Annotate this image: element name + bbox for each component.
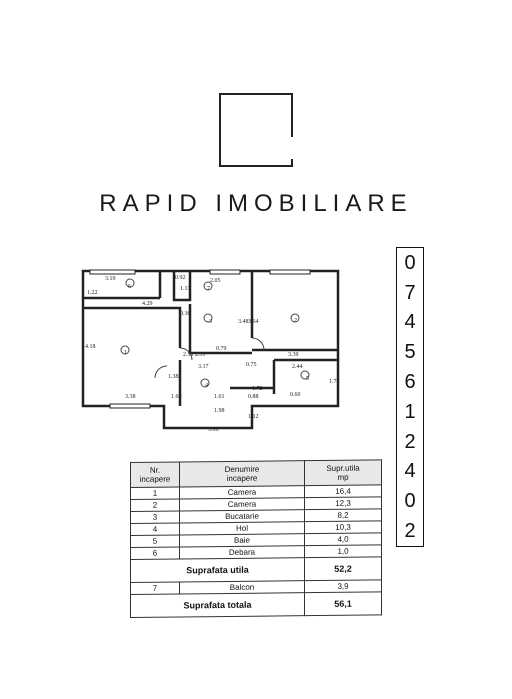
dimension-label: 3.64 [248, 319, 259, 325]
dimension-label: 0.75 [246, 362, 257, 368]
dimension-label: 2.51 [195, 352, 206, 358]
dimension-label: 1.61 [214, 394, 225, 400]
totala-value: 56,1 [304, 591, 382, 616]
dimension-label: 0.60 [290, 392, 301, 398]
room-number: 7 [207, 286, 210, 292]
dimension-label: 1.72 [252, 386, 263, 392]
dimension-label: 1.38 [168, 374, 179, 380]
room-number: 3 [209, 319, 212, 325]
phone-number-box: 0 7 4 5 6 1 2 4 0 2 [396, 247, 424, 547]
dimension-label: 1.60 [171, 394, 182, 400]
cell-area: 12,3 [304, 496, 382, 510]
phone-digit: 5 [404, 341, 416, 364]
dimension-label: 3.48 [238, 319, 249, 325]
totala-label: Suprafata totala [130, 592, 305, 618]
dimension-label: 3.19 [105, 276, 116, 282]
dimension-label: 0.30 [180, 311, 191, 317]
room-number: 4 [205, 383, 208, 389]
phone-digit: 0 [404, 490, 416, 513]
cell-area: 4,0 [304, 532, 382, 546]
room-number: 6 [128, 284, 131, 290]
cell-nr: 5 [130, 534, 180, 548]
col-header-nr: Nr.incapere [130, 461, 180, 488]
dimension-label: 0.88 [248, 394, 259, 400]
room-number: 2 [294, 318, 297, 324]
phone-digit: 4 [404, 311, 416, 334]
dimension-label: 1.12 [248, 414, 259, 420]
dimension-label: 1.72 [329, 379, 340, 385]
room-number: 5 [306, 376, 309, 382]
balcon-area: 3,9 [304, 579, 382, 593]
dimension-label: 0.79 [216, 346, 227, 352]
dimension-label: 1.13 [180, 286, 191, 292]
phone-digit: 1 [404, 400, 416, 423]
dimension-label: 2.05 [210, 278, 221, 284]
dimension-label: 2.51 [183, 352, 194, 358]
dimension-label: 2.44 [292, 364, 303, 370]
cell-area: 10,3 [304, 520, 382, 534]
phone-digit: 4 [404, 460, 416, 483]
phone-digit: 0 [404, 251, 416, 274]
dimension-label: 4.18 [85, 344, 96, 350]
logo-square [219, 93, 293, 167]
dimension-label: 3.06 [208, 427, 219, 433]
cell-area: 1,0 [304, 544, 382, 558]
cell-area: 16,4 [304, 484, 382, 498]
utila-label: Suprafata utila [130, 557, 305, 583]
phone-digit: 6 [404, 371, 416, 394]
balcon-nr: 7 [130, 581, 180, 595]
phone-digit: 2 [404, 430, 416, 453]
cell-nr: 6 [130, 546, 180, 560]
cell-nr: 4 [130, 522, 180, 536]
cell-nr: 1 [130, 486, 180, 500]
dimension-label: 1.22 [87, 290, 98, 296]
brand-title: RAPID IMOBILIARE [99, 190, 413, 217]
cell-nr: 2 [130, 498, 180, 512]
room-number: 1 [124, 350, 127, 356]
dimension-label: 3.38 [125, 394, 136, 400]
phone-digit: 2 [404, 520, 416, 543]
dimension-label: 3.39 [288, 352, 299, 358]
dimension-label: 0.92 [175, 275, 186, 281]
dimension-label: 3.17 [198, 364, 209, 370]
dimension-label: 1.98 [214, 408, 225, 414]
cell-area: 8,2 [304, 508, 382, 522]
utila-value: 52,2 [304, 556, 382, 581]
phone-digit: 7 [404, 281, 416, 304]
dimension-label: 4.29 [142, 301, 153, 307]
cell-nr: 3 [130, 510, 180, 524]
